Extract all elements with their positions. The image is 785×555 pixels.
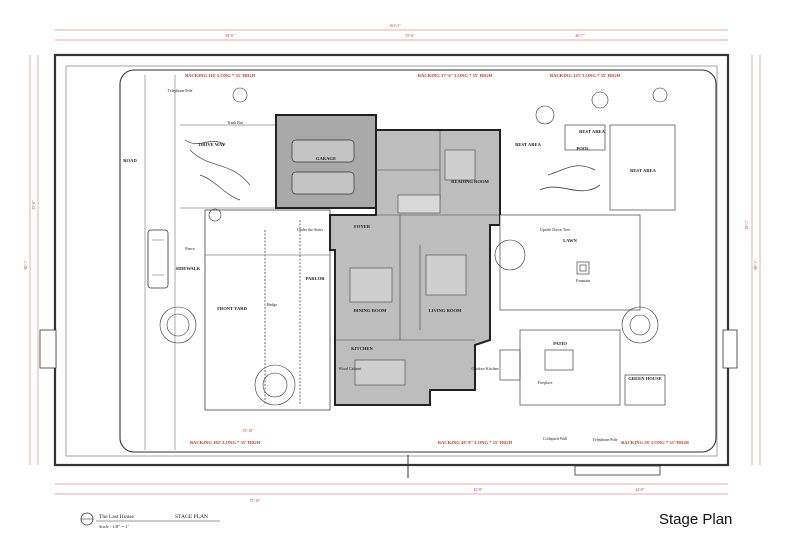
label-trash-bin: Trash Bin [227, 120, 243, 125]
label-fence: Fence [185, 246, 195, 251]
label-collapsed-wall: Collapsed Wall [543, 436, 568, 441]
room-patio: PATIO [553, 341, 567, 346]
title-block: The Last House STAGE PLAN Scale : 1/8" =… [80, 512, 220, 529]
room-sidewalk: SIDEWALK [176, 266, 201, 271]
room-kitchen: KITCHEN [351, 346, 373, 351]
dim-bottom-left: 75'-10" [249, 499, 261, 503]
title-project: The Last House [99, 514, 134, 520]
backing-bottom-right: BACKING 58' LONG * 35' HIGH [621, 440, 689, 445]
dim-overall-width: 261'-3" [389, 24, 401, 28]
dim-top-middle: 55'-6" [405, 34, 415, 38]
title-drawing: STAGE PLAN [175, 514, 208, 520]
driveway-area [180, 124, 275, 209]
backing-bottom-left: BACKING 102' LONG * 35' HIGH [190, 440, 260, 445]
backing-top-middle: BACKING 37'-6" LONG * 35' HIGH [418, 73, 493, 78]
road-area [144, 75, 176, 450]
dimension-lines [29, 29, 761, 495]
house-building [329, 129, 501, 406]
dim-right-partial: 38'-1" [745, 220, 749, 230]
garage [275, 114, 377, 209]
dim-left-partial: 35'-8" [32, 200, 36, 210]
room-rest-area-2: REST AREA [515, 142, 542, 147]
room-foyer: FOYER [354, 224, 371, 229]
label-telephone-pole-1: Telephone Pole [168, 88, 193, 93]
label-upside-down-tree: Upside Down Tree [540, 227, 570, 232]
dim-top-left: 58'-6" [225, 34, 235, 38]
room-dining: DINING ROOM [353, 308, 387, 313]
room-reading: READING ROOM [451, 179, 489, 184]
dim-interior-width: 55'-10" [242, 429, 254, 433]
label-outdoor-kitchen: Outdoor Kitchen [472, 366, 499, 371]
backing-top-left: BACKING 118' LONG * 35' HIGH [185, 73, 255, 78]
stage-plan-caption: Stage Plan [659, 511, 733, 528]
dim-bottom-right: 44'-8" [635, 488, 645, 492]
label-fountain: Fountain [576, 278, 590, 283]
dim-bottom-mid: 45'-8" [473, 488, 483, 492]
room-driveway: DRIVE WAY [199, 142, 226, 147]
room-road: ROAD [123, 158, 137, 163]
dim-left-height: 98'-1" [24, 260, 28, 270]
stage-walls [39, 53, 738, 478]
label-wood-cabinet: Wood Cabinet [339, 366, 363, 371]
room-rest-area-1: REST AREA [579, 129, 606, 134]
label-fireplace: Fireplace [538, 380, 553, 385]
backing-top-right: BACKING 125' LONG * 35' HIGH [550, 73, 620, 78]
room-parlor: PARLOR [305, 276, 325, 281]
room-lawn: LAWN [563, 238, 577, 243]
backing-bottom-middle: BACKING 49'-8" LONG * 35' HIGH [438, 440, 513, 445]
back-garden [499, 124, 676, 406]
label-hedge: Hedge [267, 302, 278, 307]
title-scale: Scale : 1/8" = 1' [99, 524, 130, 529]
dim-right-height: 98'-1" [754, 260, 758, 270]
room-garage: GARAGE [316, 156, 336, 161]
room-rest-area-3: REST AREA [630, 168, 657, 173]
room-green-house: GREEN HOUSE [628, 376, 662, 381]
label-telephone-pole-2: Telephone Pole [593, 437, 618, 442]
room-living: LIVING ROOM [429, 308, 462, 313]
room-pool: POOL [576, 146, 589, 151]
label-under-stairs: Under the Stairs [297, 227, 323, 232]
dim-top-right: 46'-7" [575, 34, 585, 38]
trees [159, 87, 668, 406]
front-yard [204, 209, 331, 411]
room-front-yard: FRONT YARD [217, 306, 248, 311]
